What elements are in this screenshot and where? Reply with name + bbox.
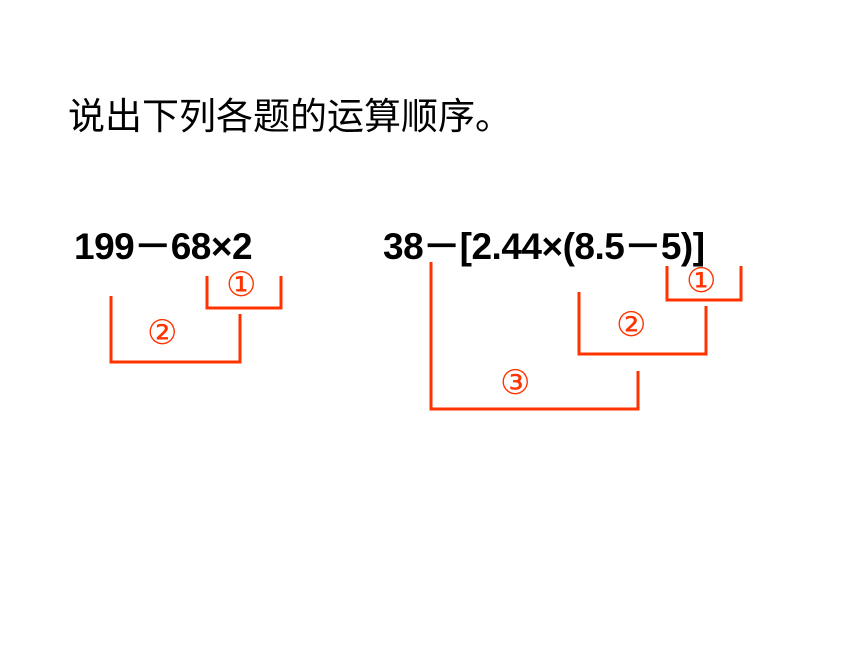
expr2-step1-label: ① [686, 261, 717, 301]
slide-title: 说出下列各题的运算顺序。 [68, 95, 512, 138]
expr2-step2-label: ② [616, 305, 647, 345]
expr1-bracket-step1 [205, 276, 283, 310]
expr2-bracket-step2 [577, 292, 708, 356]
expression-1: 199－68×2 [74, 226, 253, 267]
expr1-step2-label: ② [147, 313, 178, 353]
expr1-bracket-step2 [109, 296, 242, 364]
expr2-bracket-step3 [429, 262, 640, 411]
expr2-step3-label: ③ [500, 363, 531, 403]
expression-2: 38－[2.44×(8.5－5)] [383, 226, 705, 267]
expr1-step1-label: ① [226, 265, 257, 305]
expr2-bracket-step1 [665, 266, 743, 302]
